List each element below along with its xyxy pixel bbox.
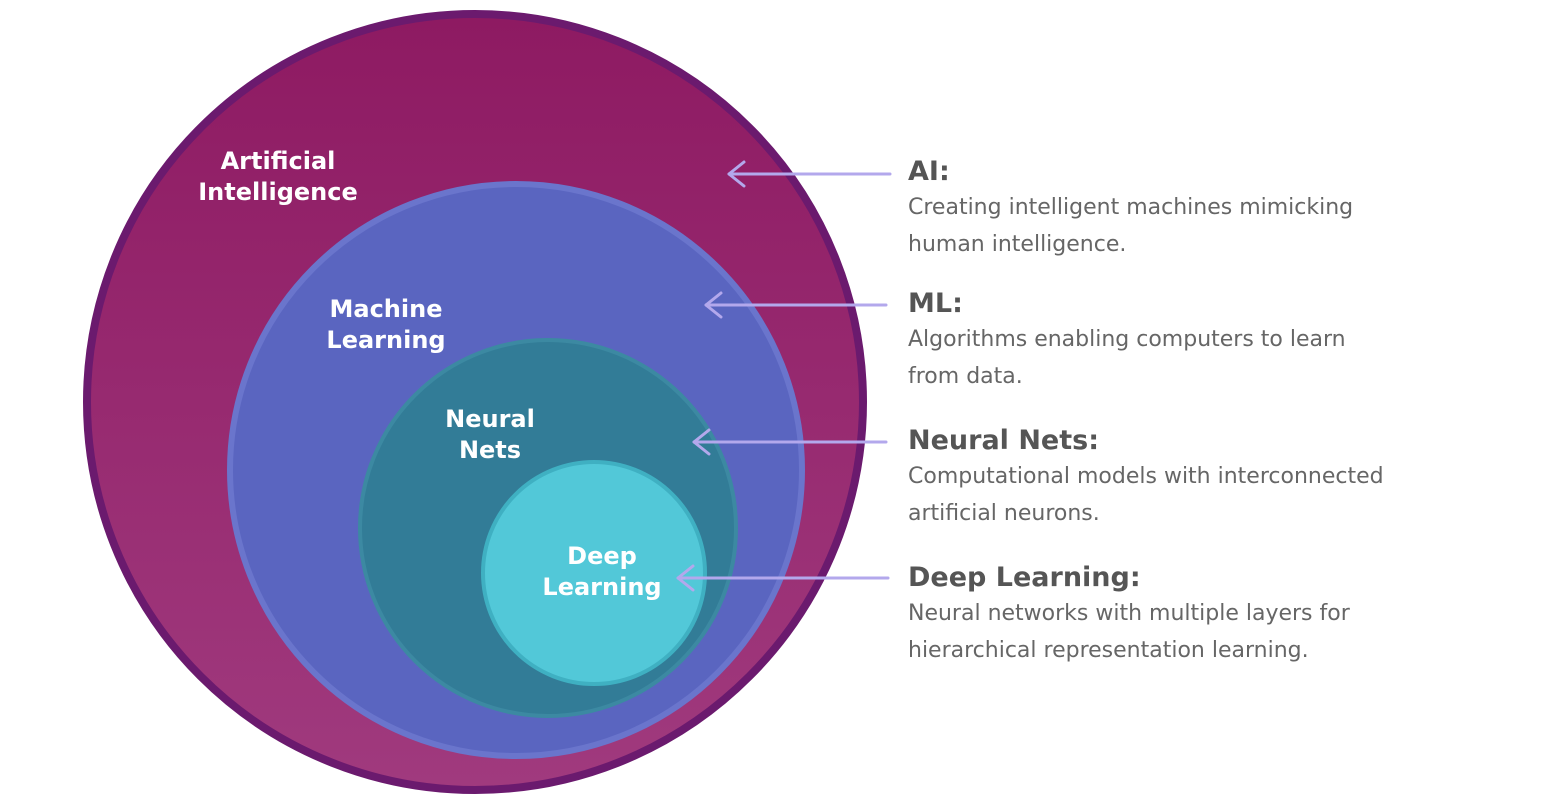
ml-label-line1: Machine [329,295,443,323]
ml-term: ML: [908,288,963,319]
deep-learning-circle [481,460,707,686]
arrow-ai [727,160,892,188]
arrow-ml [704,291,888,319]
neural-nets-desc-line2: artificial neurons. [908,501,1100,526]
ml-circle-label: Machine Learning [326,294,445,356]
ml-description: ML: Algorithms enabling computers to lea… [908,287,1528,395]
deep-learning-desc-line2: hierarchical representation learning. [908,638,1309,663]
ai-label-line1: Artificial [220,147,336,175]
deep-learning-desc-line1: Neural networks with multiple layers for [908,601,1350,626]
arrow-neural-nets [692,428,888,456]
ai-description: AI: Creating intelligent machines mimick… [908,155,1528,263]
neural-nets-description: Neural Nets: Computational models with i… [908,424,1528,532]
ai-circle-label: Artificial Intelligence [198,146,358,208]
ai-label-line2: Intelligence [198,178,358,206]
nn-label-line1: Neural [445,405,535,433]
deep-learning-description: Deep Learning: Neural networks with mult… [908,561,1528,669]
dl-label-line2: Learning [542,573,662,601]
ml-desc-line1: Algorithms enabling computers to learn [908,327,1346,352]
nn-label-line2: Nets [458,436,522,464]
ml-desc-line2: from data. [908,364,1023,389]
neural-nets-term: Neural Nets: [908,425,1100,456]
dl-circle-label: Deep Learning [542,541,661,603]
deep-learning-term: Deep Learning: [908,562,1141,593]
nn-circle-label: Neural Nets [445,404,535,466]
neural-nets-desc-line1: Computational models with interconnected [908,464,1384,489]
arrow-deep-learning [676,564,890,592]
ai-term: AI: [908,156,950,187]
ai-desc-line2: human intelligence. [908,232,1127,257]
ai-desc-line1: Creating intelligent machines mimicking [908,195,1354,220]
ml-label-line2: Learning [326,326,446,354]
dl-label-line1: Deep [567,542,637,570]
